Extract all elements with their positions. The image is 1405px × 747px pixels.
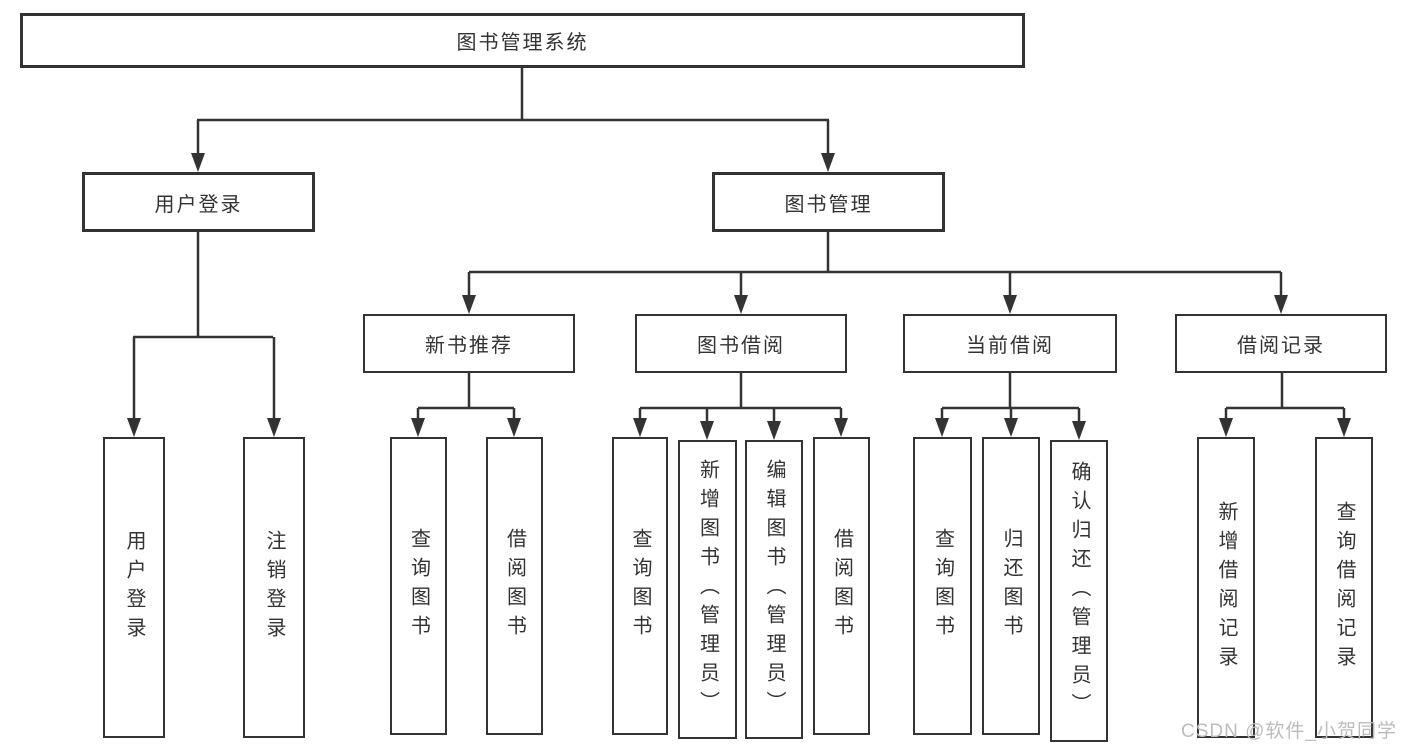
node-leaf-return-book-label: 归还图书 bbox=[1000, 528, 1022, 644]
node-book-mgmt-label: 图书管理 bbox=[784, 193, 873, 216]
node-leaf-query-book-a: 查询图书 bbox=[390, 437, 447, 735]
node-user-login: 用户登录 bbox=[82, 172, 315, 232]
node-current-borrow-label: 当前借阅 bbox=[966, 335, 1054, 357]
node-borrow-records-label: 借阅记录 bbox=[1237, 335, 1325, 357]
node-root-label: 图书管理系统 bbox=[456, 32, 589, 54]
node-leaf-query-borrow-record-label: 查询借阅记录 bbox=[1333, 500, 1355, 675]
node-leaf-user-login: 用户登录 bbox=[103, 437, 165, 738]
node-leaf-borrow-book-a: 借阅图书 bbox=[486, 437, 543, 735]
node-leaf-logout: 注销登录 bbox=[243, 437, 305, 738]
node-book-borrow-label: 图书借阅 bbox=[697, 335, 785, 357]
node-leaf-add-borrow-record: 新增借阅记录 bbox=[1197, 437, 1255, 738]
node-book-borrow: 图书借阅 bbox=[635, 314, 847, 373]
node-leaf-query-book-b: 查询图书 bbox=[612, 437, 668, 735]
node-leaf-edit-book-admin-label: 编辑图书（管理员） bbox=[763, 459, 785, 720]
arrowhead-icons bbox=[127, 153, 1351, 440]
node-leaf-user-login-label: 用户登录 bbox=[123, 529, 145, 646]
node-leaf-confirm-return-admin: 确认归还（管理员） bbox=[1050, 440, 1108, 742]
node-leaf-add-book-admin: 新增图书（管理员） bbox=[678, 440, 737, 739]
node-book-mgmt: 图书管理 bbox=[712, 172, 945, 232]
node-current-borrow: 当前借阅 bbox=[903, 314, 1117, 373]
node-leaf-borrow-book-b: 借阅图书 bbox=[813, 437, 870, 735]
node-user-login-label: 用户登录 bbox=[154, 193, 243, 216]
node-leaf-add-book-admin-label: 新增图书（管理员） bbox=[696, 459, 719, 720]
node-leaf-query-borrow-record: 查询借阅记录 bbox=[1315, 437, 1373, 738]
node-leaf-borrow-book-a-label: 借阅图书 bbox=[503, 528, 526, 644]
node-leaf-confirm-return-admin-label: 确认归还（管理员） bbox=[1068, 460, 1090, 722]
node-leaf-query-book-b-label: 查询图书 bbox=[629, 528, 651, 644]
node-leaf-query-book-a-label: 查询图书 bbox=[407, 528, 430, 644]
node-leaf-edit-book-admin: 编辑图书（管理员） bbox=[745, 440, 803, 739]
node-new-book-rec-label: 新书推荐 bbox=[425, 335, 513, 357]
node-leaf-query-book-c-label: 查询图书 bbox=[931, 528, 954, 644]
node-root: 图书管理系统 bbox=[20, 13, 1025, 68]
node-leaf-add-borrow-record-label: 新增借阅记录 bbox=[1215, 500, 1237, 675]
node-leaf-logout-label: 注销登录 bbox=[263, 529, 285, 646]
node-new-book-rec: 新书推荐 bbox=[363, 314, 575, 373]
node-leaf-query-book-c: 查询图书 bbox=[913, 437, 972, 735]
node-leaf-return-book: 归还图书 bbox=[982, 437, 1040, 735]
node-borrow-records: 借阅记录 bbox=[1175, 314, 1387, 373]
csdn-watermark: CSDN @软件_小贺同学 bbox=[1181, 721, 1397, 742]
node-leaf-borrow-book-b-label: 借阅图书 bbox=[830, 528, 853, 644]
